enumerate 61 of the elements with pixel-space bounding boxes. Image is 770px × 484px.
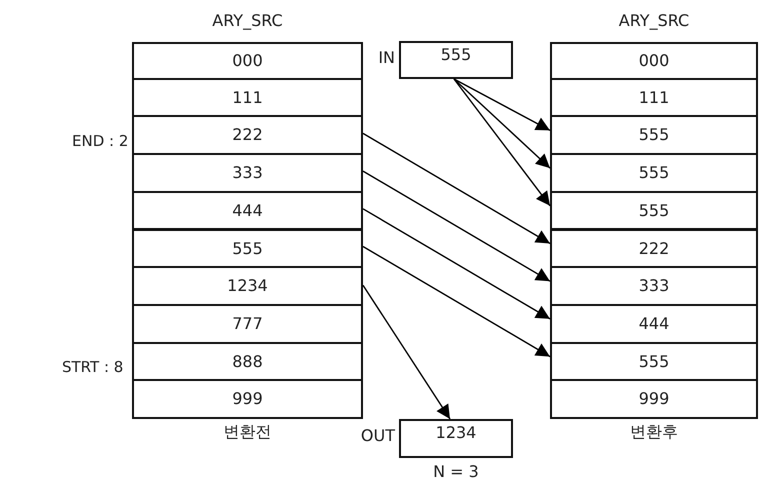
array-caption: 변환후 [629,423,679,441]
array-cell [132,115,363,156]
value-box [399,419,513,458]
cell-value: 222 [232,126,263,144]
box-value: 555 [440,46,472,64]
array-heading: ARY_SRC [211,12,284,30]
cell-value: 999 [638,390,670,408]
cell-value: 555 [638,126,670,144]
arrow [362,170,550,282]
cell-value: 555 [638,164,670,182]
cell-value: 444 [232,202,263,220]
array-cell [550,42,758,80]
box-value: 1234 [436,424,476,442]
array-cell [132,342,363,382]
array-cell [550,342,758,382]
value-box [399,41,513,79]
array-heading: ARY_SRC [618,12,690,30]
array-cell [132,379,363,419]
array-cell [132,42,363,80]
array-cell [550,228,758,268]
cell-value: 888 [232,352,263,370]
cell-value: 555 [232,240,263,258]
cell-value: 222 [638,240,670,258]
box-caption: IN [378,49,395,67]
arrow [453,78,551,206]
cell-value: 333 [232,164,263,182]
array-cell [550,78,758,118]
array-cell [132,304,363,344]
array-cell [550,304,758,344]
array-cell [550,190,758,230]
array-cell [132,153,363,193]
arrow [362,284,451,420]
box-caption: N = 3 [432,463,480,481]
cell-value: 555 [638,202,670,220]
box-caption: OUT [360,427,395,445]
cell-value: 1234 [227,277,268,295]
array-cell [132,266,363,306]
array-cell [550,115,758,156]
arrow [454,78,550,132]
cell-value: 000 [638,52,670,70]
pointer-label: STRT : 8 [62,359,124,376]
array-cell [132,78,363,118]
cell-value: 111 [638,88,670,106]
array-cell [550,153,758,193]
arrow [362,246,550,358]
pointer-label: END : 2 [72,133,128,150]
cell-value: 777 [232,314,263,333]
arrow [362,208,550,320]
cell-value: 000 [232,52,263,70]
arrow [454,78,550,169]
cell-value: 999 [232,390,263,408]
array-cell [132,190,363,230]
cell-value: 444 [638,314,670,333]
array-cell [550,379,758,419]
array-caption: 변환전 [222,423,272,441]
cell-value: 333 [638,277,670,295]
arrow [362,132,550,244]
array-cell [550,266,758,306]
cell-value: 111 [232,88,263,106]
array-cell [132,228,363,268]
cell-value: 555 [638,352,670,370]
